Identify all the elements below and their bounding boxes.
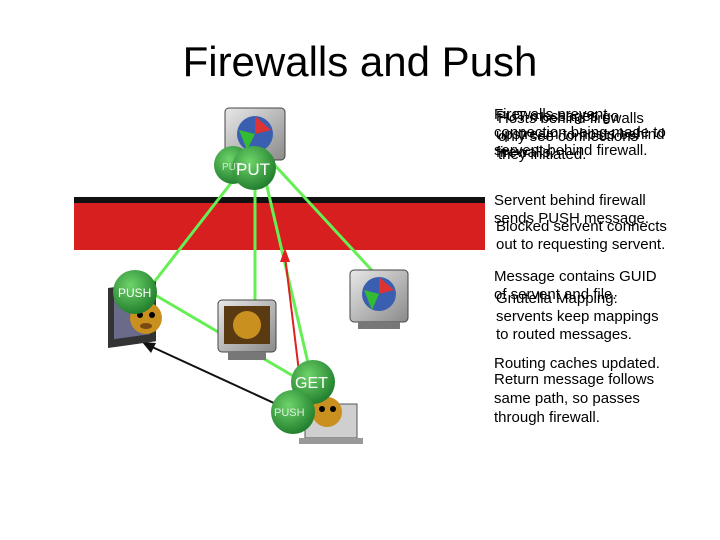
push-node-left xyxy=(113,270,157,314)
return-arrowhead xyxy=(142,342,156,353)
get-label: GET xyxy=(295,375,328,392)
blocked-line xyxy=(284,255,301,381)
note-1: Firewalls prevent connection being made … xyxy=(494,106,666,159)
push-label-left: PUSH xyxy=(118,286,151,300)
link-put-to-right xyxy=(268,158,392,292)
note-5: Blocked servent connects out to requesti… xyxy=(496,218,667,253)
note-4: Servent behind firewall sends PUSH messa… xyxy=(494,192,650,227)
push-label-bottom: PUSH xyxy=(274,407,305,419)
note-3: Hosts behind firewalls only see connecti… xyxy=(498,110,644,163)
final-note: Return message follows same path, so pas… xyxy=(494,371,655,426)
put-label: PUT xyxy=(236,160,270,179)
note-6: Message contains GUID of servent and fil… xyxy=(494,268,657,303)
blocked-connection xyxy=(280,248,301,381)
computer-icon xyxy=(217,299,277,360)
firewall-top-edge xyxy=(74,197,485,203)
blocked-arrowhead xyxy=(280,248,290,262)
link-put-to-left xyxy=(146,164,247,291)
note-9: Routing caches updated. xyxy=(494,355,660,372)
computer-icon xyxy=(224,107,286,168)
slide-title: Firewalls and Push xyxy=(182,38,538,85)
put-node-large xyxy=(232,146,276,190)
put-label-small: PUT xyxy=(222,162,242,173)
put-node xyxy=(214,146,276,190)
note-7: Gnutella Mapping: servents keep mappings… xyxy=(496,290,659,343)
note-2: PUT messages go upstream to hosts behind… xyxy=(496,108,665,161)
push-node-bottom xyxy=(271,390,315,434)
computer-icon xyxy=(349,269,409,329)
